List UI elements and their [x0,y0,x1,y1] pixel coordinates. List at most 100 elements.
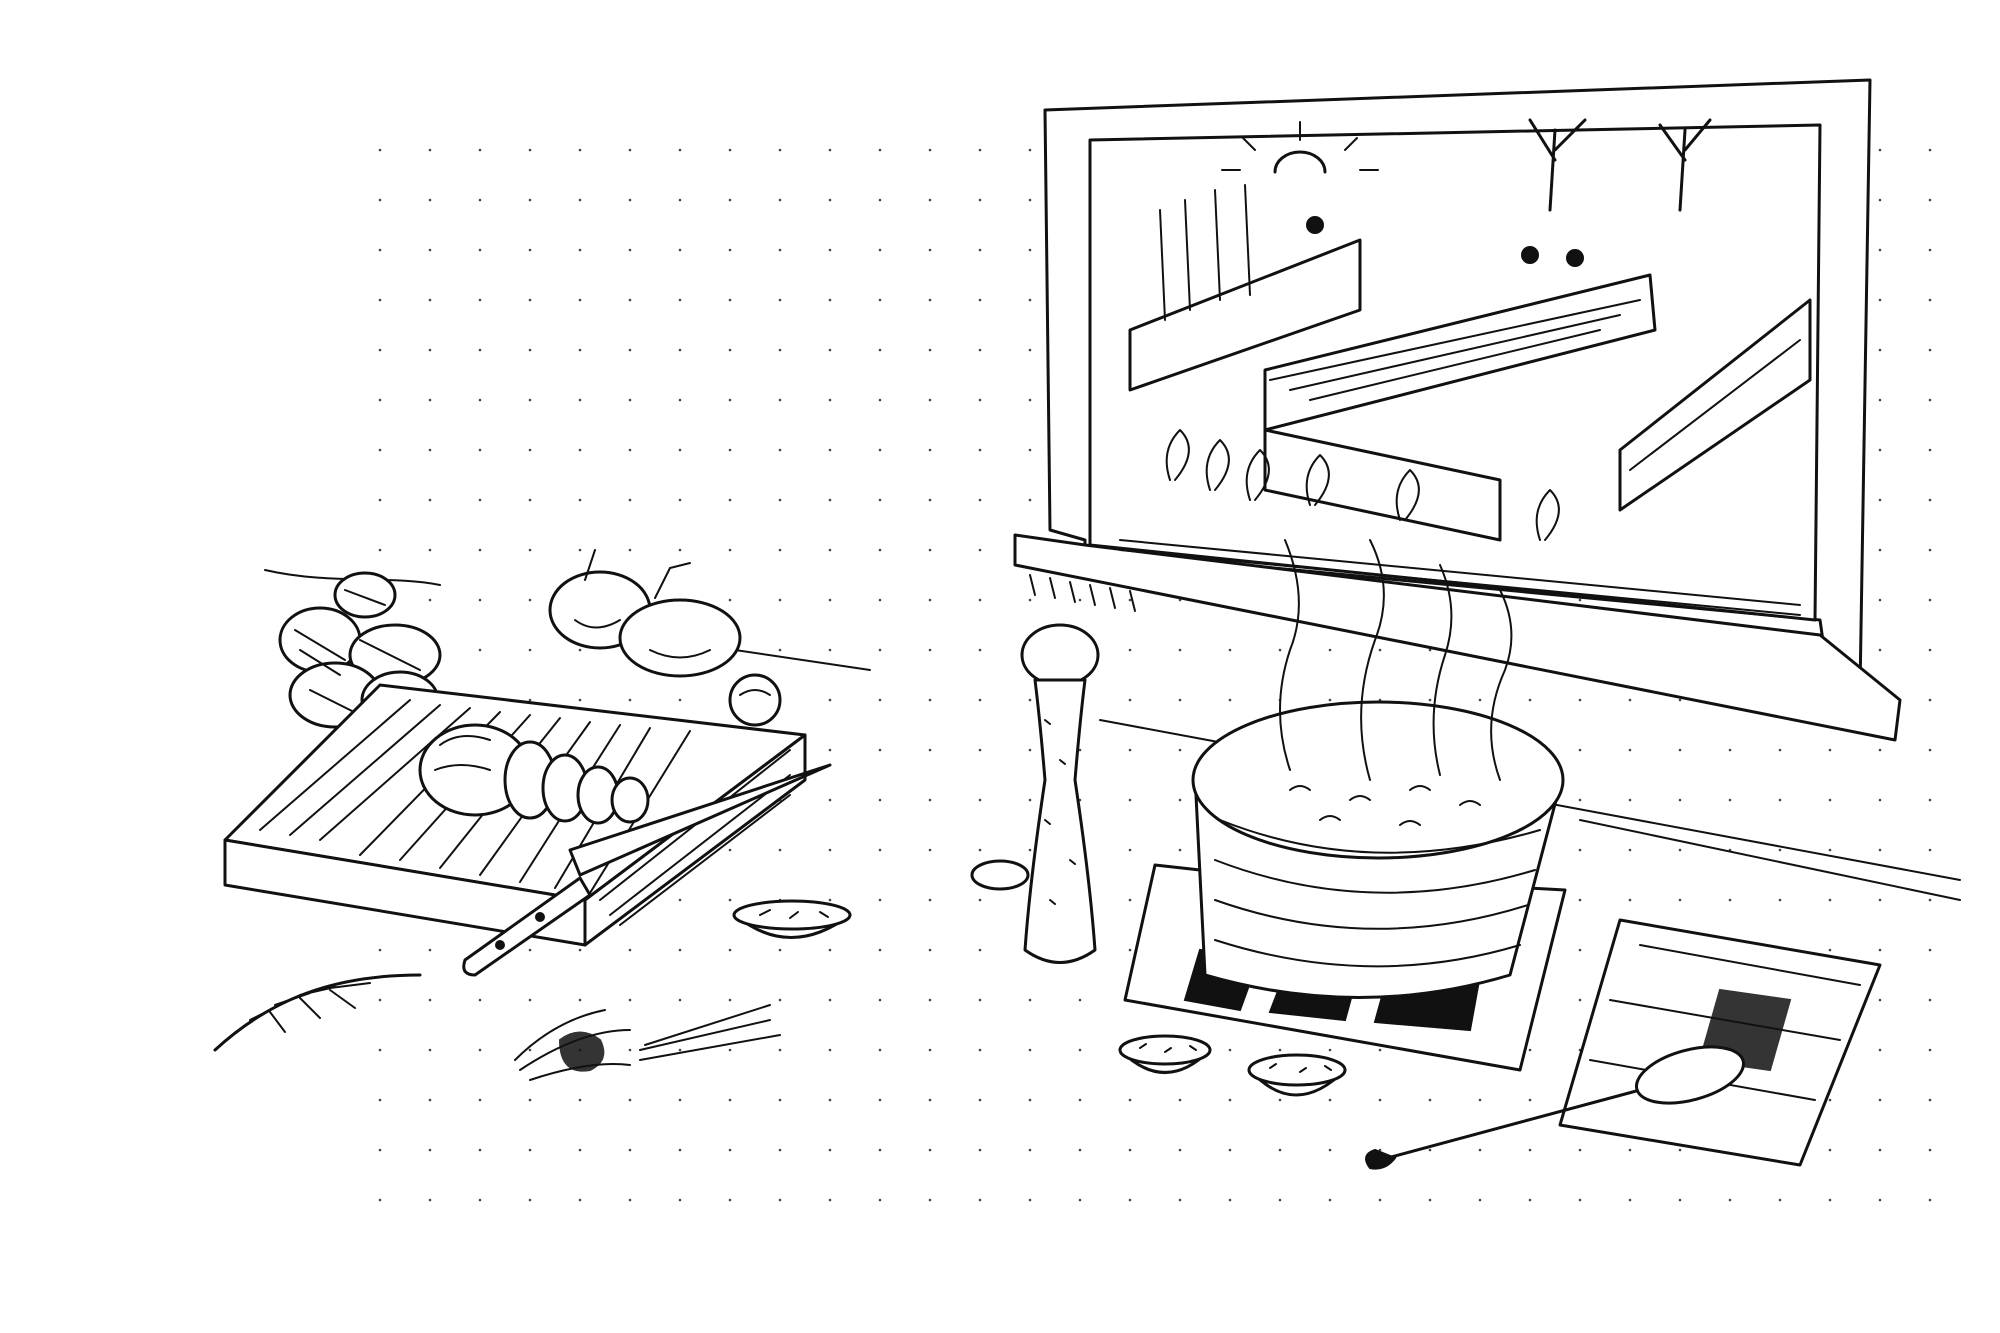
paper-dot [1128,948,1132,952]
paper-dot [778,598,782,602]
paper-dot [878,798,882,802]
paper-dot [1928,1098,1932,1102]
paper-dot [1678,698,1682,702]
paper-dot [528,648,532,652]
paper-dot [478,548,482,552]
paper-dot [828,1198,832,1202]
paper-dot [528,348,532,352]
paper-dot [878,648,882,652]
paper-dot [1428,1148,1432,1152]
paper-dot [778,448,782,452]
paper-dot [728,548,732,552]
paper-dot [378,1098,382,1102]
paper-dot [1178,1148,1182,1152]
paper-dot [978,848,982,852]
paper-dot [828,948,832,952]
paper-dot [1478,1148,1482,1152]
paper-dot [1928,1048,1932,1052]
paper-dot [1078,598,1082,602]
paper-dot [678,948,682,952]
paper-dot [1478,1198,1482,1202]
paper-dot [728,948,732,952]
paper-dot [1878,898,1882,902]
paper-dot [628,1198,632,1202]
paper-dot [778,1198,782,1202]
paper-dot [878,548,882,552]
paper-dot [1428,648,1432,652]
paper-dot [1028,998,1032,1002]
paper-dot [978,998,982,1002]
paper-dot [1778,748,1782,752]
herb-bunch [514,1004,781,1081]
paper-dot [1028,798,1032,802]
paper-dot [1628,698,1632,702]
paper-dot [1378,1048,1382,1052]
paper-dot [1128,648,1132,652]
paper-dot [1078,1048,1082,1052]
paper-dot [1328,698,1332,702]
paper-dot [878,248,882,252]
paper-dot [1928,298,1932,302]
paper-dot [578,648,582,652]
left-spice-bowl [732,899,852,939]
paper-dot [928,948,932,952]
paper-dot [828,248,832,252]
paper-dot [628,1098,632,1102]
tray [1558,918,1882,1167]
paper-dot [528,1048,532,1052]
paper-dot [778,948,782,952]
paper-dot [478,198,482,202]
paper-dot [1878,648,1882,652]
paper-dot [428,248,432,252]
paper-dot [378,1148,382,1152]
paper-dot [928,548,932,552]
paper-dot [578,198,582,202]
paper-dot [378,348,382,352]
paper-dot [878,348,882,352]
paper-dot [478,998,482,1002]
paper-dot [1478,698,1482,702]
paper-dot [1128,698,1132,702]
paper-dot [1678,898,1682,902]
paper-dot [1278,1148,1282,1152]
paper-dot [728,348,732,352]
paper-dot [878,298,882,302]
tomatoes [548,549,782,727]
paper-dot [1278,1098,1282,1102]
paper-dot [778,348,782,352]
paper-dot [828,798,832,802]
cooking-pot [1191,539,1565,999]
paper-dot [928,448,932,452]
paper-dot [878,848,882,852]
paper-dot [1078,748,1082,752]
paper-dot [478,1098,482,1102]
garden-beds [1119,118,1812,616]
paper-dot [578,248,582,252]
paper-dot [628,998,632,1002]
paper-dot [678,1198,682,1202]
paper-dot [928,198,932,202]
paper-dot [1678,748,1682,752]
paper-dot [1928,898,1932,902]
paper-dot [778,148,782,152]
paper-dot [778,548,782,552]
paper-dot [1028,348,1032,352]
paper-dot [1678,1148,1682,1152]
paper-dot [928,1048,932,1052]
paper-dot [1028,198,1032,202]
paper-dot [1828,948,1832,952]
paper-dot [978,298,982,302]
paper-dot [1578,1148,1582,1152]
paper-dot [1028,448,1032,452]
paper-dot [1828,898,1832,902]
paper-dot [1878,848,1882,852]
paper-dot [928,148,932,152]
paper-dot [1828,1148,1832,1152]
paper-dot [478,598,482,602]
paper-dot [528,1198,532,1202]
paper-dot [828,898,832,902]
paper-dot [628,348,632,352]
paper-dot [578,348,582,352]
paper-dot [628,1148,632,1152]
paper-dot [878,448,882,452]
